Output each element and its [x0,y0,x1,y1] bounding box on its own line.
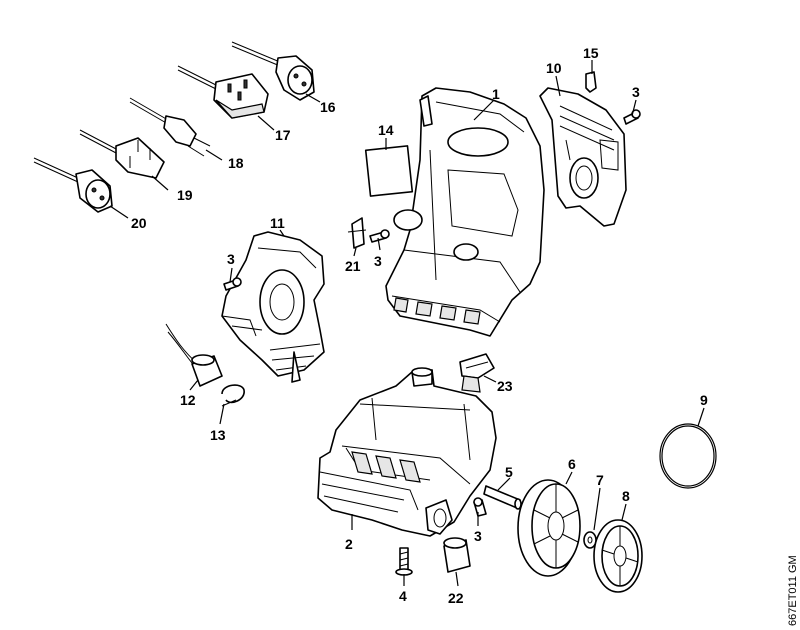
callout-3-bottom: 3 [474,528,482,544]
callout-9: 9 [700,392,708,408]
capacitor-12 [165,323,223,387]
callout-labels: 1 2 3 3 3 3 4 5 6 7 8 9 10 11 12 13 14 1… [131,45,708,606]
drawing-code: 667ET011 GM [787,555,799,626]
callout-11: 11 [270,215,285,231]
callout-22: 22 [448,590,464,606]
callout-4: 4 [399,588,407,604]
callout-5: 5 [505,464,513,480]
rear-cover-10 [539,87,627,227]
callout-18: 18 [228,155,244,171]
callout-14: 14 [378,122,394,138]
pin-15 [585,71,597,93]
screw-3-top [623,109,641,125]
washer-7 [583,531,597,549]
axle-5 [483,485,522,510]
motor-shroud-11 [221,231,325,383]
o-ring-9 [659,423,717,489]
callout-12: 12 [180,392,196,408]
callout-21: 21 [345,258,361,274]
holder-23 [459,353,495,393]
main-housing-1 [385,87,545,337]
foot-22 [443,537,471,573]
power-cord-18 [129,97,211,157]
screw-4 [395,547,413,576]
screw-3-left [223,277,242,291]
callout-3-left: 3 [227,251,235,267]
callout-6: 6 [568,456,576,472]
power-cord-20 [33,157,113,213]
power-cord-16 [231,41,315,101]
hubcap-8 [593,519,643,593]
callout-23: 23 [497,378,513,394]
callout-20: 20 [131,215,147,231]
callout-16: 16 [320,99,336,115]
callout-13: 13 [210,427,226,443]
callout-3-top: 3 [632,84,640,100]
wheel-6 [517,479,581,577]
callout-15: 15 [583,45,599,61]
screw-3-bottom [473,497,487,517]
base-housing-2 [317,367,497,537]
callout-7: 7 [596,472,604,488]
screw-3-mid [369,229,390,243]
decal-14 [364,145,414,197]
clip-21 [347,217,367,249]
callout-19: 19 [177,187,193,203]
callout-10: 10 [546,60,562,76]
callout-3-mid: 3 [374,253,382,269]
callout-17: 17 [275,127,291,143]
power-cord-19 [79,129,165,179]
callout-8: 8 [622,488,630,504]
leader-lines [109,60,705,587]
callout-2: 2 [345,536,353,552]
clamp-13 [221,384,245,407]
power-cord-17 [177,65,269,119]
callout-1: 1 [492,86,500,102]
